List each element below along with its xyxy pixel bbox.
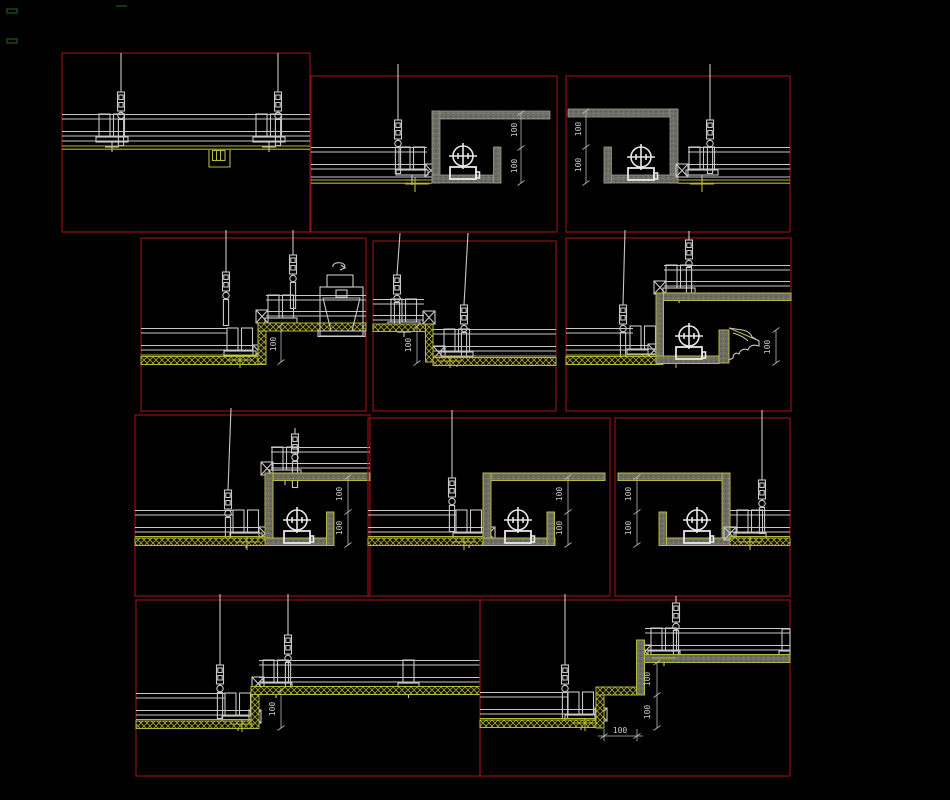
dimension-label: 100 <box>555 521 564 536</box>
gypsum-board-lines <box>311 177 432 192</box>
furring-channels <box>311 146 430 178</box>
ceiling-detail-panel-4[interactable]: 100 <box>140 230 367 412</box>
dimension-label: 100 <box>574 122 583 137</box>
dimension: 100 100 <box>335 474 352 548</box>
gypsum-board-lines <box>62 145 310 150</box>
dimension-label: 100 <box>624 487 633 502</box>
panel-border <box>310 75 558 233</box>
dimension-label: 100 <box>624 521 633 536</box>
dimension-label: 100 <box>510 123 519 138</box>
hanger-rod <box>705 64 715 175</box>
gypsum-boards <box>367 535 484 550</box>
panel-border <box>565 75 791 233</box>
ceiling-detail-panel-2[interactable]: 100 100 <box>310 64 558 233</box>
panel-border <box>479 599 791 777</box>
dimension: 100 100 <box>574 108 590 186</box>
dimension: 100 100 <box>510 110 525 186</box>
lamp-symbol <box>674 322 707 360</box>
furring-channels <box>566 264 790 351</box>
dimension: 100 100 <box>643 659 661 731</box>
rotation-symbol <box>332 262 346 271</box>
panel-border <box>614 417 791 597</box>
gypsum-board-lines <box>678 177 790 192</box>
ceiling-detail-panel-9[interactable]: 100 100 <box>614 410 791 597</box>
hanger-rod <box>618 229 694 360</box>
hanger-rod <box>447 410 457 533</box>
cove-structure <box>482 472 606 546</box>
furring-channels <box>480 627 790 715</box>
downlight-fixture <box>317 262 366 338</box>
ceiling-detail-panel-1[interactable] <box>61 52 311 233</box>
ceiling-detail-panel-8[interactable]: 100 100 <box>367 410 611 597</box>
layer-mark-icon <box>6 38 18 44</box>
furring-channels <box>135 446 370 533</box>
furring-channels <box>368 509 483 533</box>
layer-mark-icon <box>6 8 18 14</box>
dimension-label: 100 <box>643 705 652 720</box>
ceiling-detail-panel-5[interactable]: 100 <box>372 232 557 412</box>
lamp-symbol <box>448 142 481 180</box>
dimension-label: 100 <box>269 337 278 352</box>
furring-channels <box>730 509 790 533</box>
furring-channels <box>136 659 480 716</box>
hanger-rod <box>560 594 681 720</box>
gypsum-boards <box>140 322 367 368</box>
dimension-label: 100 <box>555 487 564 502</box>
dimension-label: 100 <box>763 340 772 355</box>
hanger-rod <box>116 53 283 147</box>
gypsum-boards <box>479 639 791 731</box>
dimension-label: 100 <box>268 702 277 717</box>
panel-border <box>367 417 611 597</box>
cove-structure <box>567 108 679 184</box>
hanger-rod <box>223 407 300 545</box>
hanger-rod <box>392 232 469 360</box>
canvas-markers <box>6 5 127 44</box>
gypsum-boards <box>729 535 791 550</box>
dimension: 100 100 <box>555 474 572 548</box>
dimension-label: 100 <box>404 338 413 353</box>
dimension: 100 <box>763 327 780 366</box>
access-panel <box>208 149 231 168</box>
cove-structure <box>617 472 731 546</box>
panel-border <box>134 414 371 597</box>
ceiling-detail-panel-11[interactable]: 100 100 100 <box>479 594 791 777</box>
dimension-horizontal: 100 <box>598 726 643 741</box>
hanger-rod <box>393 64 403 175</box>
dimension-label: 100 <box>613 726 628 735</box>
crown-molding <box>718 327 760 364</box>
ceiling-detail-panel-10[interactable]: 100 <box>135 594 481 777</box>
dimension: 100 <box>269 322 285 365</box>
dimension: 100 <box>268 687 285 731</box>
panel-border <box>565 237 792 412</box>
ceiling-detail-panel-7[interactable]: 100 100 <box>134 407 371 597</box>
dimension-label: 100 <box>335 521 344 536</box>
dimension-label: 100 <box>335 487 344 502</box>
hanger-rod <box>215 594 293 720</box>
dimension-label: 100 <box>510 159 519 174</box>
ceiling-detail-panel-6[interactable]: 100 <box>565 229 792 412</box>
dimension-label: 100 <box>574 158 583 173</box>
ceiling-detail-panel-3[interactable]: 100 100 <box>565 64 791 233</box>
dimension: 100 <box>404 323 421 366</box>
dimension-label: 100 <box>643 672 652 687</box>
hanger-rod <box>221 230 298 327</box>
dimension: 100 100 <box>624 474 641 548</box>
hanger-rod <box>757 410 767 535</box>
gypsum-boards <box>372 323 557 368</box>
furring-channels <box>686 146 790 178</box>
cove-structure <box>264 472 371 546</box>
panel-border <box>61 52 311 233</box>
cross-clip <box>422 310 436 325</box>
